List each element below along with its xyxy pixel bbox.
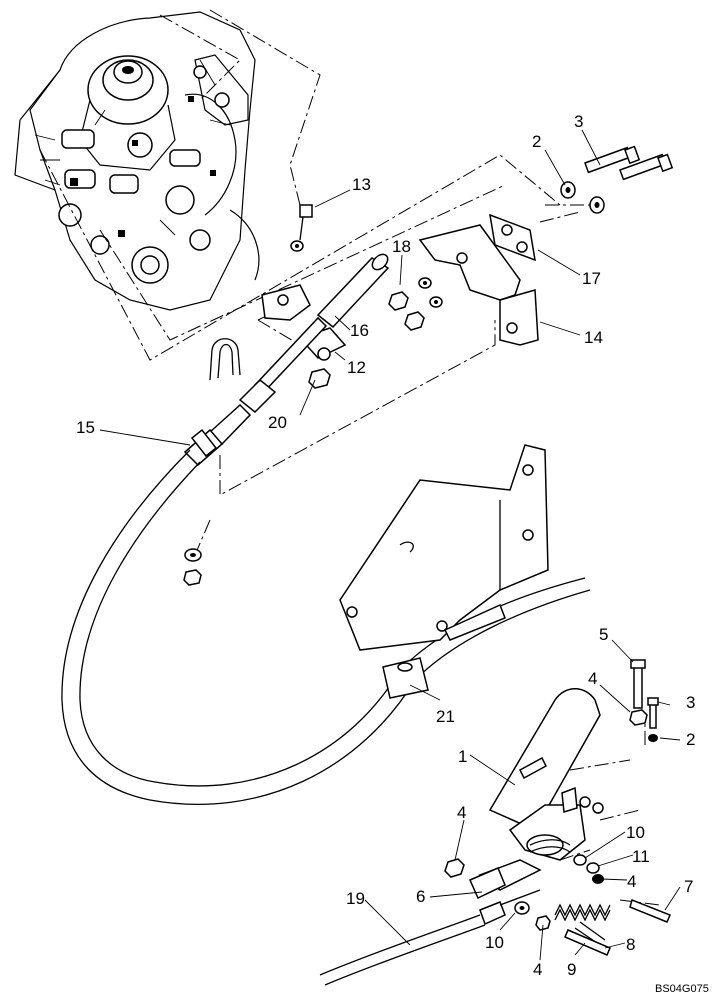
- callout-13: 13: [352, 175, 371, 194]
- callout-20: 20: [268, 413, 287, 432]
- injection-pump-illustration: [14, 11, 260, 311]
- callout-9: 9: [567, 960, 576, 979]
- callout-4-lower: 4: [533, 960, 542, 979]
- callout-4-right: 4: [627, 872, 636, 891]
- callout-16: 16: [350, 321, 369, 340]
- callout-4-upper: 4: [588, 669, 597, 688]
- callout-10-lower: 10: [485, 933, 504, 952]
- callout-2-upper: 2: [532, 132, 541, 151]
- pedal-assembly: [444, 688, 604, 900]
- callout-1: 1: [458, 747, 467, 766]
- callout-21: 21: [436, 707, 455, 726]
- callout-3-upper: 3: [574, 112, 583, 131]
- nut-set-18: [388, 277, 443, 331]
- callout-labels: 2 3 13 18 17 14 16 12 20 15 21 5 4 3 2 1…: [76, 112, 709, 995]
- callout-2-lower: 2: [686, 730, 695, 749]
- callout-5: 5: [599, 625, 608, 644]
- callout-8: 8: [626, 935, 635, 954]
- u-bolt: [209, 338, 241, 381]
- mounting-panel: [339, 444, 549, 651]
- lower-cable-19: [319, 889, 541, 986]
- callout-12: 12: [347, 358, 366, 377]
- throttle-cable-assembly: [61, 316, 591, 806]
- callout-3-lower: 3: [686, 693, 695, 712]
- callout-6: 6: [416, 887, 425, 906]
- hardware-lower: [514, 659, 671, 956]
- callout-7: 7: [684, 877, 693, 896]
- callout-10-upper: 10: [626, 823, 645, 842]
- reference-code: BS04G075: [655, 983, 709, 995]
- callout-15: 15: [76, 418, 95, 437]
- callout-19: 19: [346, 889, 365, 908]
- callout-11: 11: [632, 847, 650, 866]
- callout-4-left: 4: [457, 803, 466, 822]
- callout-17: 17: [582, 269, 601, 288]
- leader-lines: [99, 129, 681, 961]
- callout-14: 14: [584, 328, 603, 347]
- washer-nut-left: [183, 548, 202, 586]
- bolt-set-upper: [560, 145, 674, 214]
- bracket-assembly: [418, 213, 539, 346]
- stud-13: [290, 204, 313, 252]
- callout-18: 18: [392, 237, 411, 256]
